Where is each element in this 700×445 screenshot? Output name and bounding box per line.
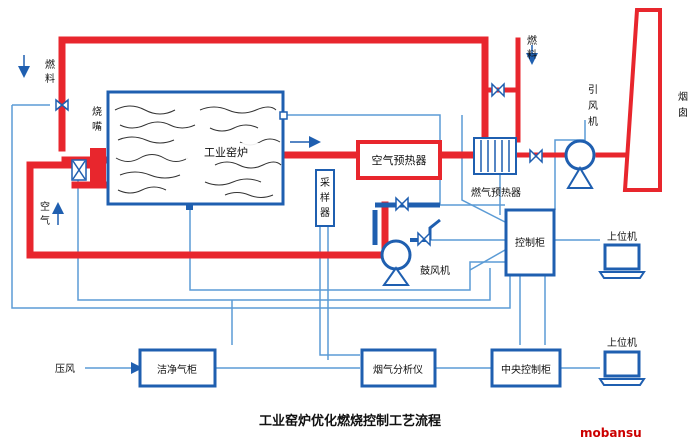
fuel-left-label: 燃 xyxy=(45,58,55,71)
svg-text:样: 样 xyxy=(320,191,330,204)
induced-fan-label: 引 xyxy=(588,84,598,96)
chimney-label: 烟 xyxy=(678,90,688,103)
svg-text:风: 风 xyxy=(588,100,598,112)
watermark-text: mobansu xyxy=(580,426,642,440)
host-computer-top-icon xyxy=(598,243,646,279)
host-bottom-label: 上位机 xyxy=(607,336,637,349)
central-control-cabinet: 中央控制柜 xyxy=(490,348,562,388)
svg-text:嘴: 嘴 xyxy=(92,121,102,133)
control-cabinet: 控制柜 xyxy=(504,208,556,277)
fuel-top-label: 燃 xyxy=(527,34,537,47)
control-cabinet-label: 控制柜 xyxy=(515,236,545,249)
induced-fan xyxy=(564,139,596,189)
kiln-label: 工业窑炉 xyxy=(204,145,248,159)
host-computer-bottom-icon xyxy=(598,350,646,386)
air-preheater: 空气预热器 xyxy=(356,140,442,180)
pressure-air-label: 压风 xyxy=(55,363,75,375)
flue-preheater: 燃气预热器 xyxy=(471,137,521,199)
sampler-box: 采 样 器 xyxy=(315,169,335,227)
central-control-label: 中央控制柜 xyxy=(501,363,551,376)
clean-air-label: 洁净气柜 xyxy=(157,363,197,376)
burner xyxy=(71,148,106,188)
air-label: 空 xyxy=(40,200,50,213)
flow-arrows xyxy=(18,45,538,225)
svg-text:器: 器 xyxy=(320,207,330,219)
host-top-label: 上位机 xyxy=(607,230,637,243)
svg-text:采: 采 xyxy=(320,177,330,189)
diagram-title: 工业窑炉优化燃烧控制工艺流程 xyxy=(259,413,441,429)
flue-analyzer: 烟气分析仪 xyxy=(360,348,437,388)
svg-text:料: 料 xyxy=(45,72,55,85)
air-preheater-label: 空气预热器 xyxy=(372,153,427,167)
svg-text:机: 机 xyxy=(588,115,598,128)
flue-preheater-label: 燃气预热器 xyxy=(471,186,521,199)
flue-analyzer-label: 烟气分析仪 xyxy=(373,363,423,376)
chimney-shape xyxy=(622,8,662,192)
svg-text:料: 料 xyxy=(527,48,537,61)
svg-text:囱: 囱 xyxy=(678,106,688,119)
svg-text:气: 气 xyxy=(40,214,50,227)
blower xyxy=(380,239,412,286)
blower-label: 鼓风机 xyxy=(420,264,450,277)
burner-label: 烧 xyxy=(92,105,102,118)
valve-icons xyxy=(55,82,543,247)
kiln: 工业窑炉 xyxy=(106,90,288,210)
clean-air-tank: 洁净气柜 xyxy=(138,348,217,388)
